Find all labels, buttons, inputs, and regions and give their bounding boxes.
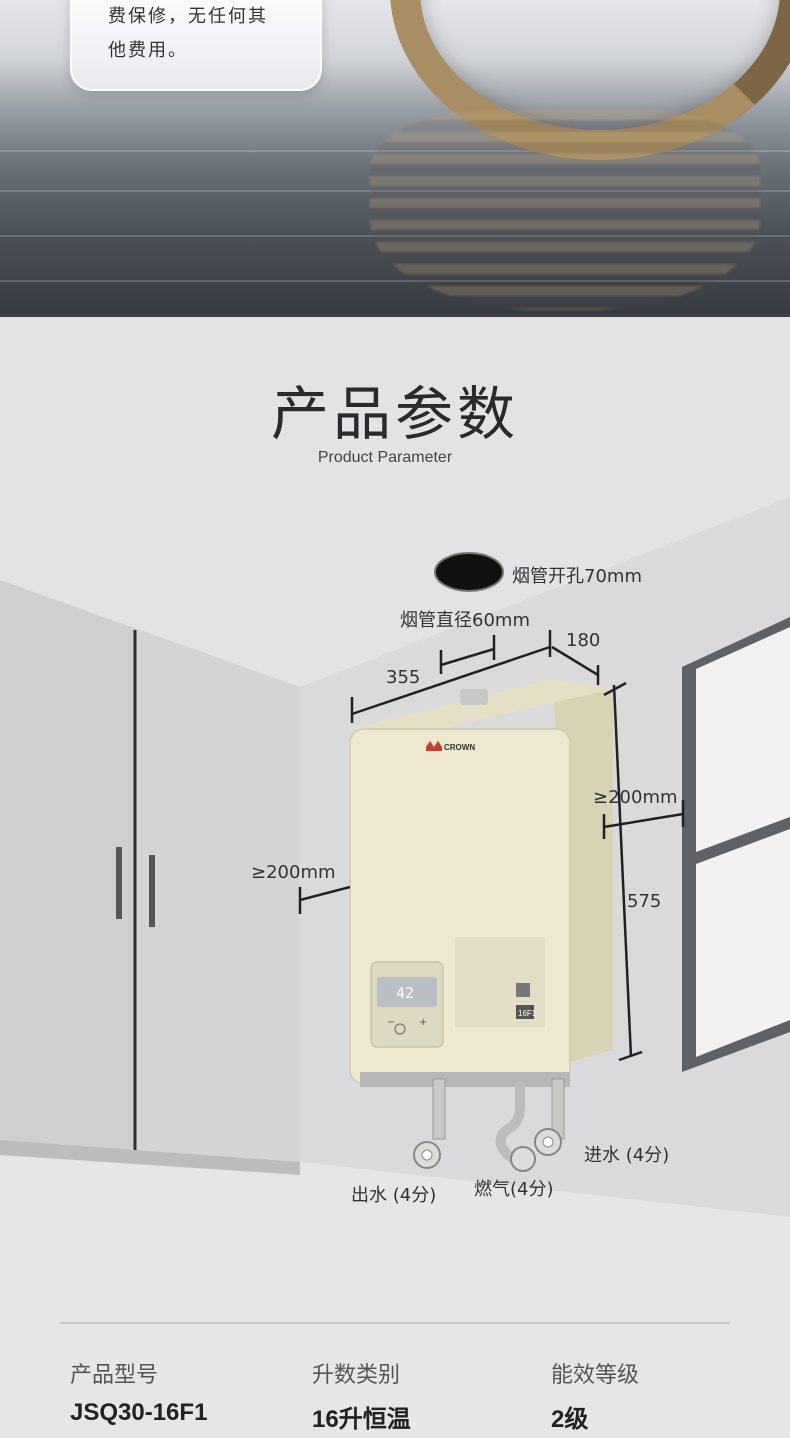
product-parameter-section: 产品参数 Product Parameter − + (0, 317, 790, 1438)
info-line-1: 费保修，无任何其 (108, 6, 268, 27)
heater-bottom-plate (360, 1072, 570, 1087)
qr-code-icon (516, 983, 530, 997)
spec-item-capacity: 升数类别 16升恒温 (312, 1357, 411, 1434)
right-clearance-label: ≥200mm (593, 787, 678, 808)
flue-hole-icon (434, 552, 504, 592)
height-dimension-line (612, 684, 633, 1058)
inlet-valve-core (542, 1136, 554, 1148)
width-dimension-line (351, 645, 551, 716)
spec-value: 16升恒温 (312, 1406, 411, 1433)
outlet-pipe (432, 1078, 446, 1140)
section-subtitle: Product Parameter (317, 449, 453, 466)
cabinet-handle (116, 847, 122, 919)
width-label: 355 (386, 667, 421, 688)
flue-hole-label: 烟管开孔70mm (512, 566, 642, 587)
heater-top (350, 679, 613, 737)
spec-value: 2级 (551, 1406, 589, 1433)
power-button-icon (394, 1023, 406, 1035)
inlet-label: 进水 (4分) (584, 1145, 670, 1166)
water-ripple (0, 280, 790, 282)
height-tick-bottom (618, 1050, 643, 1062)
spec-label: 产品型号 (70, 1363, 159, 1388)
spec-label: 能效等级 (551, 1363, 640, 1388)
gas-label: 燃气(4分) (474, 1179, 554, 1200)
display-temperature: 42 (396, 984, 414, 1002)
plus-icon: + (419, 1017, 427, 1028)
cabinet-door-right (136, 630, 300, 1162)
minus-icon: − (387, 1017, 395, 1028)
water-ripple (0, 235, 790, 237)
height-tick-top (603, 681, 627, 697)
depth-label: 180 (566, 630, 601, 651)
info-card-text: 费保修，无任何其 他费用。 (108, 0, 268, 68)
cabinet-handle (149, 855, 155, 927)
floor (0, 1152, 790, 1438)
display-screen (377, 977, 437, 1007)
gas-valve (510, 1146, 536, 1172)
height-label: 575 (627, 891, 662, 912)
hero-banner: 费保修，无任何其 他费用。 (0, 0, 790, 317)
window-pane-upper (696, 627, 790, 852)
outlet-valve-core (421, 1149, 433, 1161)
ring-reflection (370, 110, 760, 310)
depth-dimension-line (551, 645, 599, 677)
left-clearance-label: ≥200mm (251, 862, 336, 883)
info-card: 费保修，无任何其 他费用。 (70, 0, 322, 91)
flue-diameter-label: 烟管直径60mm (400, 610, 530, 631)
cabinet-base (0, 1140, 300, 1175)
model-badge: 16F1 (518, 1009, 537, 1018)
outlet-label: 出水 (4分) (351, 1185, 437, 1206)
left-clearance-line (299, 885, 351, 902)
water-ripple (0, 190, 790, 192)
spec-value: JSQ30-16F1 (70, 1399, 208, 1426)
spec-divider (60, 1322, 730, 1324)
crown-logo-icon (426, 741, 442, 751)
brand-logo-text: CROWN (444, 743, 475, 752)
spec-item-model: 产品型号 JSQ30-16F1 (70, 1357, 207, 1427)
window-pane-lower (696, 829, 790, 1057)
spec-label: 升数类别 (312, 1363, 401, 1388)
flue-pipe-stub (460, 689, 488, 705)
cabinet-door-left (0, 580, 134, 1149)
flue-diameter-line (440, 647, 495, 667)
model-badge-box (516, 1005, 534, 1019)
right-clearance-line (603, 812, 684, 829)
info-line-2: 他费用。 (108, 40, 188, 61)
dimension-lines (298, 630, 685, 1062)
water-ripple (0, 150, 790, 152)
section-title: 产品参数 (270, 380, 519, 448)
spec-item-efficiency: 能效等级 2级 (551, 1357, 639, 1434)
installation-diagram: − + (0, 497, 790, 1438)
